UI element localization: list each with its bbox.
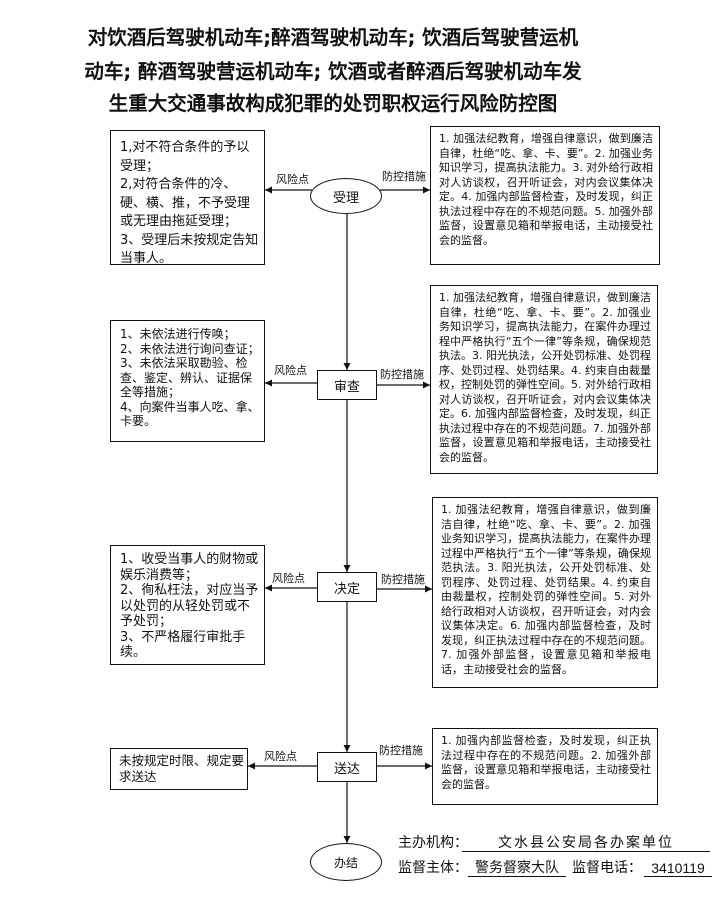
control-box-delivery: 1. 加强内部监督检查，及时发现，纠正执法过程中存在的不规范问题。2. 加强外部… — [432, 728, 658, 805]
risk-item: 3、未依法采取勘验、检查、鉴定、辨认、证据保全等措施； — [120, 356, 253, 399]
step-accept-label: 受理 — [332, 190, 359, 206]
risk-item: 2、未依法进行询问查证； — [120, 341, 260, 356]
control-label-delivery: 防控措施 — [379, 744, 423, 757]
control-box-accept: 1. 加强法纪教育，增强自律意识，做到廉洁自律，杜绝“吃、拿、卡、要”。2. 加… — [430, 126, 660, 265]
step-decision: 决定 — [317, 572, 377, 602]
risk-item: 2,对符合条件的冷、硬、横、推，不予受理或无理由拖延受理； — [120, 177, 251, 229]
phone-label: 监督电话： — [572, 860, 642, 876]
step-review: 审查 — [317, 370, 377, 400]
title-line-3: 生重大交通事故构成犯罪的处罚职权运行风险防控图 — [108, 92, 558, 115]
organizer-label: 主办机构： — [398, 835, 468, 851]
step-review-label: 审查 — [333, 379, 360, 395]
risk-item: 2、徇私枉法，对应当予以处罚的从轻处罚或不予处罚； — [120, 583, 259, 629]
supervisor-value: 警务督察大队 — [468, 860, 566, 877]
risk-box-decision: 1、收受当事人的财物或娱乐消费等； 2、徇私枉法，对应当予以处罚的从轻处罚或不予… — [110, 545, 265, 665]
phone-value: 3410119 — [644, 860, 712, 877]
risk-label-decision: 风险点 — [272, 572, 305, 585]
organizer-value: 文水县公安局各办案单位 — [462, 835, 710, 852]
risk-item: 1、收受当事人的财物或娱乐消费等； — [120, 552, 259, 583]
risk-item: 1、未依法进行传唤； — [120, 327, 236, 341]
risk-item: 3、不严格履行审批手续。 — [120, 629, 246, 661]
step-close: 办结 — [310, 843, 382, 881]
risk-label-review: 风险点 — [274, 364, 307, 377]
step-delivery: 送达 — [317, 752, 377, 782]
step-decision-label: 决定 — [333, 581, 360, 597]
control-label-review: 防控措施 — [380, 368, 424, 381]
step-close-label: 办结 — [333, 855, 358, 870]
step-accept: 受理 — [310, 178, 382, 214]
title-line-2: 动车; 醉酒驾驶营运机动车; 饮酒或者醉酒后驾驶机动车发 — [84, 60, 582, 83]
control-label-decision: 防控措施 — [381, 573, 425, 586]
risk-box-accept: 1,对不符合条件的予以受理； 2,对符合条件的冷、硬、横、推，不予受理或无理由拖… — [110, 130, 265, 266]
control-label-accept: 防控措施 — [382, 170, 426, 183]
control-box-decision: 1. 加强法纪教育，增强自律意识，做到廉洁自律，杜绝“吃、拿、卡、要”。2. 加… — [432, 497, 658, 688]
risk-item: 未按规定时限、规定要求送达 — [119, 753, 245, 784]
risk-label-accept: 风险点 — [276, 173, 309, 186]
risk-label-delivery: 风险点 — [264, 750, 297, 763]
risk-item: 4、向案件当事人吃、拿、卡要。 — [120, 399, 260, 429]
step-delivery-label: 送达 — [333, 761, 360, 777]
risk-item: 3、受理后未按规定告知当事人。 — [120, 232, 259, 267]
risk-item: 1,对不符合条件的予以受理； — [120, 140, 250, 174]
supervisor-label: 监督主体： — [398, 860, 468, 876]
risk-box-delivery: 未按规定时限、规定要求送达 — [110, 748, 248, 790]
control-box-review: 1. 加强法纪教育，增强自律意识，做到廉洁自律，杜绝“吃、拿、卡、要”。2. 加… — [430, 285, 658, 474]
risk-box-review: 1、未依法进行传唤； 2、未依法进行询问查证； 3、未依法采取勘验、检查、鉴定、… — [110, 320, 265, 442]
title-line-1: 对饮酒后驾驶机动车;醉酒驾驶机动车; 饮酒后驾驶营运机 — [87, 26, 579, 49]
